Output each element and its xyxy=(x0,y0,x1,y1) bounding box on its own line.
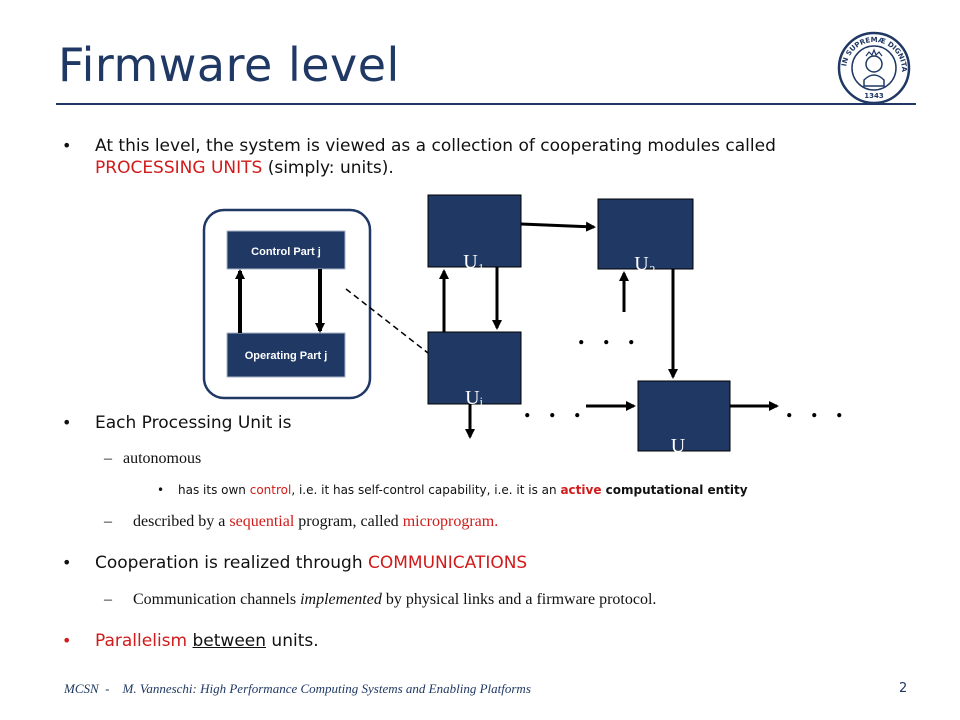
detail-connector xyxy=(345,288,429,354)
sub-dash: – xyxy=(104,513,112,530)
svg-text:1343: 1343 xyxy=(864,92,884,100)
subsub-active-highlight: active xyxy=(560,483,602,497)
unit-u xyxy=(637,380,731,452)
bullet-processing-units: At this level, the system is viewed as a… xyxy=(95,135,885,179)
bullet1-tail: (simply: units). xyxy=(262,158,394,178)
footer-course: MCSN - M. Vanneschi: High Performance Co… xyxy=(64,681,531,696)
microprogram-highlight: microprogram. xyxy=(402,513,499,530)
between-underlined: between xyxy=(192,631,267,651)
subsub-control-highlight: control xyxy=(249,483,292,497)
sub-microprogram: described by a sequential program, calle… xyxy=(133,513,498,531)
channels-part-c: by physical links and a firmware protoco… xyxy=(381,591,657,608)
ellipsis-right: . . . xyxy=(786,394,849,423)
bullet-parallelism: Parallelism between units. xyxy=(95,630,319,652)
channels-part-a: Communication channels xyxy=(133,591,301,608)
slide-title: Firmware level xyxy=(58,38,400,92)
subsub-self-control: has its own control, i.e. it has self-co… xyxy=(178,483,748,497)
page-number: 2 xyxy=(899,681,908,696)
operating-part-label: Operating Part j xyxy=(245,350,328,362)
bullet-marker: • xyxy=(62,553,72,572)
processing-units-highlight: PROCESSING UNITS xyxy=(95,158,263,178)
title-divider xyxy=(56,103,916,105)
sub-channels: Communication channels implemented by ph… xyxy=(133,591,656,609)
parallelism-highlight: Parallelism xyxy=(95,631,188,651)
bullet-marker: • xyxy=(62,631,72,650)
bullet-each-unit: Each Processing Unit is xyxy=(95,413,292,433)
unit-ui-label: Uᵢ xyxy=(465,387,483,409)
bullet-marker: • xyxy=(62,136,72,155)
control-part-box xyxy=(226,230,346,270)
unit-u1 xyxy=(427,194,522,268)
bullet3-text: Cooperation is realized through xyxy=(95,553,368,573)
unit-ui xyxy=(427,331,522,405)
bullet1-text: At this level, the system is viewed as a… xyxy=(95,136,776,156)
sub2-part-a: described by a xyxy=(133,513,230,530)
bullet-marker: • xyxy=(62,413,72,432)
implemented-italic: implemented xyxy=(300,591,382,608)
sub2-part-c: program, called xyxy=(294,513,403,530)
subsub-part-c: , i.e. it has self-control capability, i… xyxy=(291,483,561,497)
unit-u2-label: U₂ xyxy=(634,253,655,275)
bullet-cooperation: Cooperation is realized through COMMUNIC… xyxy=(95,552,527,574)
bullet4-tail: units. xyxy=(266,631,319,651)
subsub-marker: • xyxy=(157,483,165,497)
sequential-highlight: sequential xyxy=(229,513,295,530)
ellipsis-middle: . . . xyxy=(524,394,587,423)
control-part-label: Control Part j xyxy=(251,246,321,258)
unit-u2 xyxy=(597,198,694,270)
subsub-part-a: has its own xyxy=(178,483,250,497)
unit-detail-frame xyxy=(202,208,372,400)
arrow-u1-to-u2 xyxy=(520,221,596,232)
operating-part-box xyxy=(226,332,346,378)
communications-highlight: COMMUNICATIONS xyxy=(368,553,528,573)
sub-dash: – xyxy=(104,450,112,467)
ellipsis-top: . . . xyxy=(578,321,641,350)
sub-autonomous: autonomous xyxy=(123,450,202,467)
subsub-entity: computational entity xyxy=(601,483,748,497)
sub-dash: – xyxy=(104,591,112,608)
university-seal-logo: IN SUPREMÆ DIGNITATIS 1343 xyxy=(836,30,911,105)
unit-u-label: U xyxy=(671,435,686,457)
unit-u1-label: U₁ xyxy=(463,251,484,273)
